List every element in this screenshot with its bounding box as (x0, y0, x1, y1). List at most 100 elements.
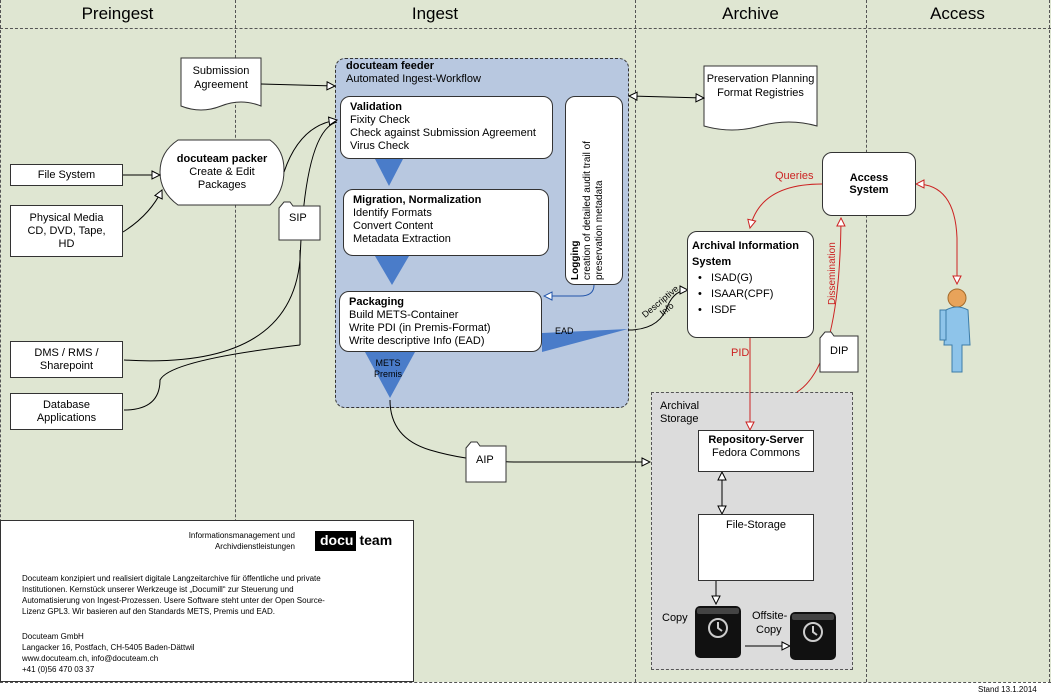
tagline-line1: Informationsmanagement und (188, 531, 295, 540)
dms-box: DMS / RMS / Sharepoint (10, 341, 123, 378)
copy-disk-icon (695, 606, 741, 658)
physical-media-box: Physical Media CD, DVD, Tape, HD (10, 205, 123, 257)
ead-label: EAD (555, 326, 574, 336)
storage-label-line1: Archival (660, 400, 700, 412)
sip-package-icon (278, 201, 321, 241)
sip-label: SIP (289, 212, 307, 224)
lane-bottom-border (0, 682, 1051, 683)
packer-line: Create & Edit (189, 166, 255, 178)
packaging-line: Write PDI (in Premis-Format) (349, 322, 491, 334)
lane-title-access: Access (930, 4, 985, 23)
tagline-line2: Archivdienstleistungen (214, 542, 295, 551)
submission-agreement-label: Submission Agreement (181, 64, 261, 92)
offsite-disk-icon (790, 612, 836, 660)
footer-date: Stand 13.1.2014 (978, 685, 1037, 694)
physical-media-line: Physical Media (29, 211, 104, 224)
repository-server-box: Repository-Server Fedora Commons (698, 430, 814, 472)
offsite-line: Offsite- (752, 610, 788, 622)
archival-information-system: Archival Information System • ISAD(G) • … (687, 231, 814, 338)
description-line: Docuteam konzipiert und realisiert digit… (22, 574, 321, 583)
flow-arrow-migration (375, 256, 409, 285)
company-tagline: Informationsmanagement und Archivdienstl… (170, 530, 295, 552)
submission-line2: Agreement (194, 79, 248, 91)
pid-label: PID (731, 347, 750, 359)
database-box: Database Applications (10, 393, 123, 430)
validation-line: Virus Check (350, 140, 410, 152)
packaging-title: Packaging (349, 296, 405, 308)
database-line: Database (42, 398, 91, 411)
submission-line1: Submission (192, 65, 250, 77)
company-description: Docuteam konzipiert und realisiert digit… (22, 573, 325, 617)
lane-divider-left (0, 0, 1, 682)
file-storage-label: File-Storage (726, 519, 786, 531)
packaging-step: Packaging Build METS-Container Write PDI… (339, 291, 542, 352)
dissemination-label: Dissemination (827, 242, 838, 305)
mets-line: METS (375, 358, 401, 368)
offsite-line: Copy (756, 624, 782, 636)
logging-rotated-text: Logging creation of detailed audit trail… (566, 97, 610, 286)
archival-storage-label: Archival Storage (660, 400, 699, 426)
migration-line: Identify Formats (353, 207, 432, 219)
physical-media-line: CD, DVD, Tape, (27, 224, 106, 237)
dms-line: Sharepoint (39, 359, 94, 372)
planning-line: Preservation Planning (706, 73, 815, 85)
lane-title-ingest: Ingest (411, 4, 459, 23)
mets-label: METS Premis (374, 358, 402, 380)
ais-list-item: • ISAAR(CPF) (698, 288, 774, 300)
address-line: +41 (0)56 470 03 37 (22, 665, 95, 674)
validation-step: Validation Fixity Check Check against Su… (340, 96, 553, 159)
description-line: Institutionen. Kernstück unserer Werkzeu… (22, 585, 294, 594)
access-system-label: Access System (849, 172, 889, 196)
ais-title-line: Archival Information (692, 240, 799, 252)
packaging-line: Build METS-Container (349, 309, 459, 321)
address-line: Docuteam GmbH (22, 632, 84, 641)
queries-label: Queries (775, 170, 814, 182)
packer-title: docuteam packer (176, 153, 268, 165)
preservation-planning-label: Preservation Planning Format Registries (704, 72, 817, 100)
company-address: Docuteam GmbH Langacker 16, Postfach, CH… (22, 631, 195, 675)
mets-line: Premis (374, 369, 403, 379)
feeder-title: docuteam feeder (346, 60, 435, 72)
logo-team: team (359, 532, 393, 548)
migration-title: Migration, Normalization (353, 194, 482, 206)
ais-list-item: • ISAD(G) (698, 272, 753, 284)
lane-divider-ingest-archive (635, 0, 636, 682)
file-system-box: File System (10, 164, 123, 186)
planning-line: Format Registries (717, 87, 804, 99)
validation-line: Fixity Check (350, 114, 410, 126)
validation-line: Check against Submission Agreement (350, 127, 536, 139)
logging-step: Logging creation of detailed audit trail… (565, 96, 623, 285)
lane-divider-archive-access (866, 0, 867, 682)
packer-shape (159, 139, 285, 206)
repo-title: Repository-Server (708, 434, 804, 446)
aip-label: AIP (476, 454, 494, 466)
user-icon (939, 288, 971, 373)
migration-line: Metadata Extraction (353, 233, 451, 245)
dip-label: DIP (830, 345, 849, 357)
docuteam-logo: docu team (315, 531, 395, 551)
logo-docu: docu (315, 531, 357, 551)
database-line: Applications (36, 411, 97, 424)
address-line: www.docuteam.ch, info@docuteam.ch (22, 654, 159, 663)
ais-item-text: ISDF (711, 304, 737, 316)
lane-divider-right (1049, 0, 1050, 682)
flow-arrow-validation (375, 159, 403, 186)
description-line: Lizenz GPL3. Wir basieren auf den Standa… (22, 607, 276, 616)
lane-header-divider (0, 28, 1051, 29)
packaging-line: Write descriptive Info (EAD) (349, 335, 485, 347)
ais-item-text: ISAAR(CPF) (711, 288, 774, 300)
ais-title-line: System (692, 256, 732, 268)
physical-media-line: HD (58, 237, 75, 250)
repo-sub: Fedora Commons (711, 447, 801, 459)
preservation-planning-shape (703, 65, 818, 131)
lane-title-preingest: Preingest (81, 4, 154, 23)
file-system-label: File System (37, 169, 96, 181)
copy-label: Copy (662, 612, 688, 624)
access-system-box: Access System (822, 152, 916, 216)
file-storage-box: File-Storage (698, 514, 814, 581)
dip-package-icon (819, 331, 859, 373)
lane-divider-preingest-ingest (235, 0, 236, 682)
flow-arrow-packaging (365, 352, 415, 398)
validation-title: Validation (350, 101, 402, 113)
